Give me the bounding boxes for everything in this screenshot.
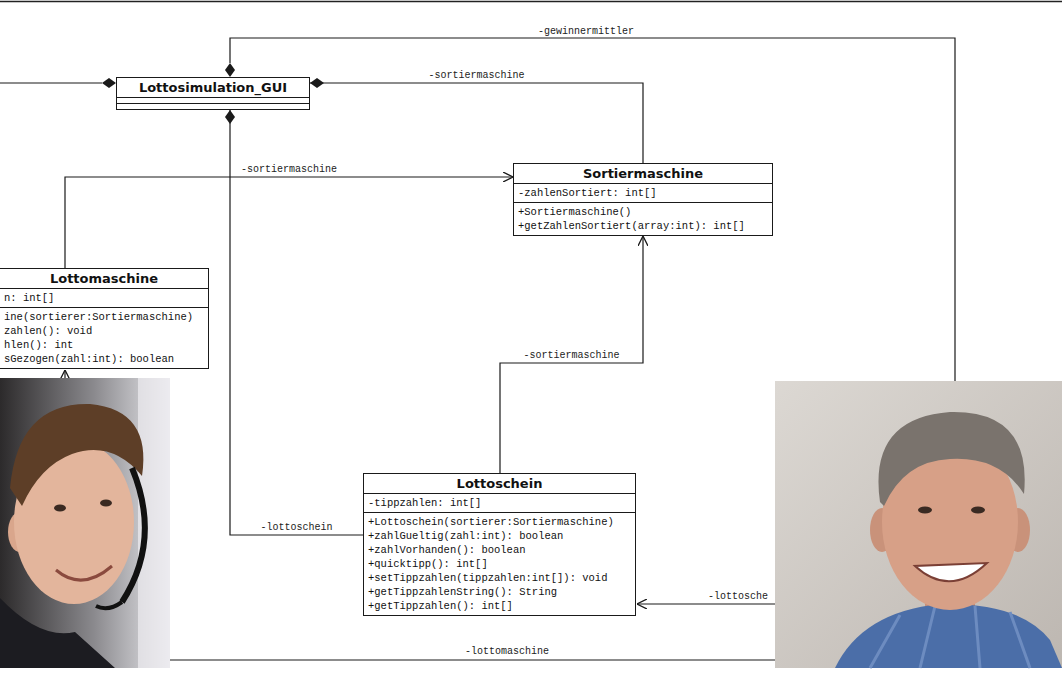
class-member: zahlen(): void: [4, 324, 204, 338]
eye: [100, 500, 112, 507]
headset: [122, 468, 145, 602]
hair: [10, 404, 143, 506]
class-member: +setTippzahlen(tippzahlen:int[]): void: [368, 571, 631, 585]
photo-background: [0, 378, 170, 668]
smile: [56, 566, 112, 580]
class-member: hlen(): int: [4, 338, 204, 352]
class-member: +zahlGueltig(zahl:int): boolean: [368, 529, 631, 543]
eye: [971, 507, 985, 514]
microphone: [96, 602, 122, 608]
teacher-photo: [775, 381, 1062, 668]
role-label: -sortiermaschine: [427, 70, 525, 81]
hair: [878, 412, 1024, 506]
member-compartment: +Sortiermaschine()+getZahlenSortiert(arr…: [514, 202, 772, 235]
class-member: +Lottoschein(sortierer:Sortiermaschine): [368, 515, 631, 529]
class-member: +Sortiermaschine(): [518, 205, 768, 219]
member-compartment: ine(sortierer:Sortiermaschine)zahlen(): …: [0, 307, 208, 368]
association-line: [500, 236, 643, 473]
class-member: -zahlenSortiert: int[]: [518, 186, 768, 200]
uml-class-box: Lottomaschine n: int[] ine(sortierer:Sorti…: [0, 268, 209, 369]
association-line: [65, 177, 513, 268]
class-member: +getTippzahlenString(): String: [368, 585, 631, 599]
eye: [54, 505, 66, 512]
shirt-check: [870, 606, 1030, 668]
association-line: [310, 83, 643, 163]
class-name: Sortiermaschine: [520, 166, 766, 181]
role-label: -lottoschein: [259, 522, 333, 533]
role-label: -gewinnermittler: [537, 26, 635, 37]
uml-class-box: Lottosimulation_GUI: [116, 77, 310, 110]
member-compartment: +Lottoschein(sortierer:Sortiermaschine)+…: [364, 512, 635, 615]
member-compartment: -tippzahlen: int[]: [364, 494, 635, 512]
role-label: -sortiermaschine: [240, 164, 338, 175]
class-name: Lottoschein: [370, 476, 629, 491]
class-member: +zahlVorhanden(): boolean: [368, 543, 631, 557]
class-member: ine(sortierer:Sortiermaschine): [4, 310, 204, 324]
class-name: Lottosimulation_GUI: [123, 80, 303, 95]
class-name-compartment: Lottoschein: [364, 474, 635, 494]
member-compartment: n: int[]: [0, 289, 208, 307]
association-line: [637, 603, 795, 604]
composition-diamond: [102, 78, 116, 88]
photo-background: [775, 381, 1062, 668]
class-name: Lottomaschine: [6, 271, 202, 286]
member-compartment: [117, 103, 309, 109]
role-label: -lottosche: [707, 591, 769, 602]
class-member: +quicktipp(): int[]: [368, 557, 631, 571]
frame-line: [0, 1, 1062, 3]
role-label: -lottomaschine: [464, 646, 550, 657]
uml-class-box: Sortiermaschine -zahlenSortiert: int[] +So…: [513, 163, 773, 236]
association-line: [0, 82, 102, 83]
association-line: [230, 110, 363, 535]
class-member: +getZahlenSortiert(array:int): int[]: [518, 219, 768, 233]
smile: [915, 563, 987, 581]
class-member: sGezogen(zahl:int): boolean: [4, 352, 204, 366]
class-name-compartment: Lottomaschine: [0, 269, 208, 289]
class-name-compartment: Lottosimulation_GUI: [117, 78, 309, 98]
uml-class-box: Lottoschein -tippzahlen: int[] +Lottoschei…: [363, 473, 636, 616]
eye: [918, 507, 932, 514]
class-name-compartment: Sortiermaschine: [514, 164, 772, 184]
class-member: +getTippzahlen(): int[]: [368, 599, 631, 613]
association-line: [230, 38, 955, 392]
class-member: -tippzahlen: int[]: [368, 496, 631, 510]
role-label: -sortiermaschine: [522, 350, 620, 361]
class-member: n: int[]: [4, 291, 204, 305]
student-photo: [0, 378, 170, 668]
composition-diamond: [225, 63, 235, 77]
member-compartment: -zahlenSortiert: int[]: [514, 184, 772, 202]
shirt: [835, 604, 1062, 668]
